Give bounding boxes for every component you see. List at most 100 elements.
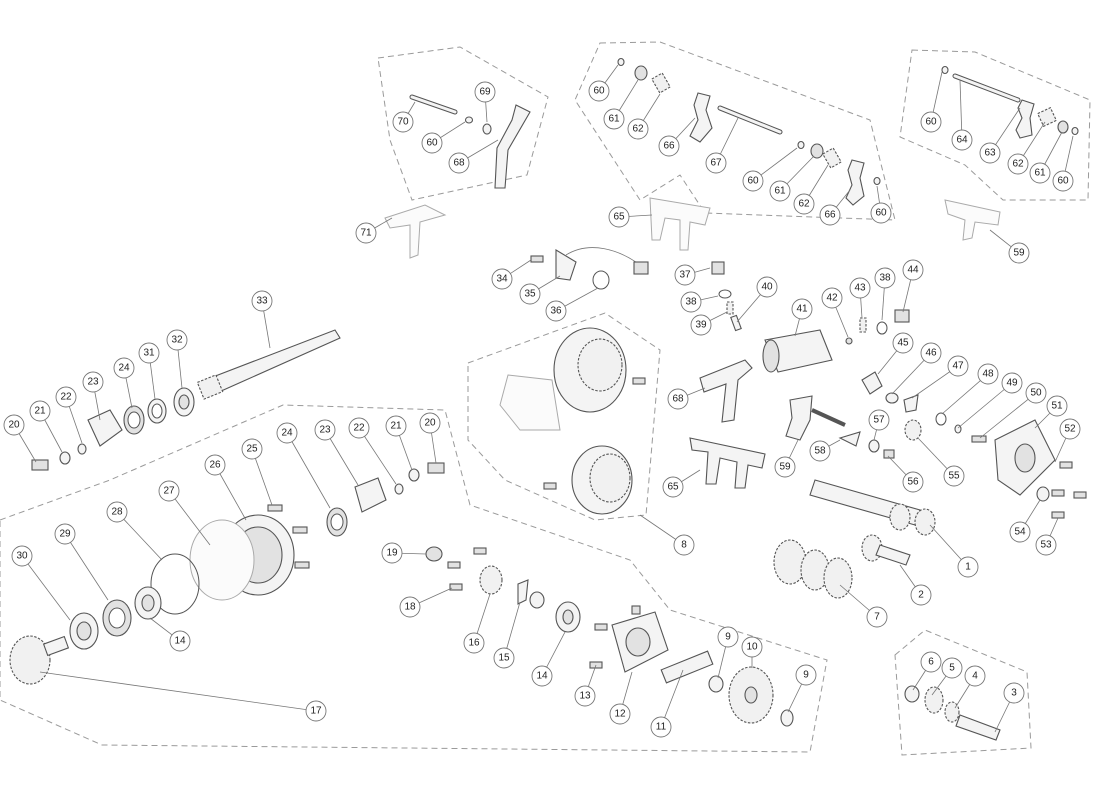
part-50-bolt[interactable] <box>971 435 987 443</box>
part-23-flange-a[interactable] <box>87 409 123 447</box>
part-42-ball[interactable] <box>845 337 853 345</box>
part-14-bearing-c[interactable] <box>555 601 581 633</box>
part-22-washer-c[interactable] <box>394 483 404 495</box>
callout-15[interactable]: 15 <box>493 647 515 669</box>
callout-38[interactable]: 38 <box>680 291 702 313</box>
callout-42[interactable]: 42 <box>821 287 843 309</box>
callout-52[interactable]: 52 <box>1059 418 1081 440</box>
part-43-spring[interactable] <box>859 317 867 333</box>
part-47-lever[interactable] <box>903 394 919 413</box>
part-12-cover[interactable] <box>611 611 669 673</box>
callout-4[interactable]: 4 <box>964 665 986 687</box>
callout-40[interactable]: 40 <box>756 276 778 298</box>
callout-23[interactable]: 23 <box>82 371 104 393</box>
part-60-circlip-e[interactable] <box>941 65 949 75</box>
callout-12[interactable]: 12 <box>609 703 631 725</box>
part-2-shaft[interactable] <box>861 534 911 566</box>
callout-21[interactable]: 21 <box>29 400 51 422</box>
part-8-gear-housing[interactable] <box>571 445 633 515</box>
callout-60[interactable]: 60 <box>870 202 892 224</box>
callout-18[interactable]: 18 <box>399 596 421 618</box>
part-40-pin[interactable] <box>730 314 742 332</box>
callout-31[interactable]: 31 <box>138 342 160 364</box>
callout-41[interactable]: 41 <box>791 298 813 320</box>
part-62-spring-c[interactable] <box>1036 106 1058 128</box>
part-63-shift-fork-d[interactable] <box>1015 99 1035 139</box>
part-8-bolts[interactable] <box>543 377 646 490</box>
part-67-shift-rod[interactable] <box>717 105 783 135</box>
part-18-bolts[interactable] <box>447 547 487 591</box>
part-52-bolts[interactable] <box>1051 461 1087 499</box>
part-39-spring[interactable] <box>726 301 734 315</box>
part-60-circlip-f[interactable] <box>1071 126 1079 136</box>
callout-20[interactable]: 20 <box>3 414 25 436</box>
part-58-clip[interactable] <box>838 431 861 447</box>
part-60-circlip-b[interactable] <box>617 57 625 67</box>
callout-68[interactable]: 68 <box>448 152 470 174</box>
part-61-cap-b[interactable] <box>810 143 824 159</box>
part-38-washer-b[interactable] <box>876 321 888 335</box>
callout-14[interactable]: 14 <box>169 630 191 652</box>
callout-67[interactable]: 67 <box>705 152 727 174</box>
part-64-shift-rod[interactable] <box>952 73 1021 103</box>
part-45-cam[interactable] <box>861 371 883 395</box>
part-16-bevel-pinion[interactable] <box>479 565 503 595</box>
callout-58[interactable]: 58 <box>809 440 831 462</box>
part-19-cap[interactable] <box>425 546 443 562</box>
callout-68[interactable]: 68 <box>667 388 689 410</box>
part-5-gear[interactable] <box>924 686 944 714</box>
callout-24[interactable]: 24 <box>276 422 298 444</box>
part-15-plate[interactable] <box>517 579 545 609</box>
callout-2[interactable]: 2 <box>910 584 932 606</box>
callout-16[interactable]: 16 <box>463 632 485 654</box>
callout-45[interactable]: 45 <box>892 332 914 354</box>
part-60-circlip-c[interactable] <box>797 140 805 150</box>
callout-70[interactable]: 70 <box>392 111 414 133</box>
part-51-cover[interactable] <box>994 419 1056 496</box>
callout-66[interactable]: 66 <box>819 204 841 226</box>
callout-23[interactable]: 23 <box>314 419 336 441</box>
part-9-circlip-a[interactable] <box>708 675 724 693</box>
part-59-shift-fork-e[interactable] <box>785 395 846 441</box>
callout-37[interactable]: 37 <box>674 264 696 286</box>
callout-60[interactable]: 60 <box>920 111 942 133</box>
callout-7[interactable]: 7 <box>866 606 888 628</box>
part-46-washer[interactable] <box>885 392 899 404</box>
callout-57[interactable]: 57 <box>868 409 890 431</box>
part-59-fork-faint[interactable] <box>944 199 1001 241</box>
part-57-bushing[interactable] <box>868 439 880 453</box>
part-53-bolt[interactable] <box>1051 511 1065 519</box>
callout-60[interactable]: 60 <box>1052 170 1074 192</box>
callout-30[interactable]: 30 <box>11 545 33 567</box>
callout-66[interactable]: 66 <box>658 135 680 157</box>
callout-8[interactable]: 8 <box>673 534 695 556</box>
part-20-bolt-a[interactable] <box>31 459 49 471</box>
part-9-circlip-b[interactable] <box>780 709 794 727</box>
callout-69[interactable]: 69 <box>474 81 496 103</box>
part-65-fork-assembly-faint[interactable] <box>649 197 711 251</box>
callout-1[interactable]: 1 <box>957 556 979 578</box>
callout-63[interactable]: 63 <box>979 142 1001 164</box>
callout-25[interactable]: 25 <box>241 438 263 460</box>
part-41-shift-drum[interactable] <box>762 329 833 373</box>
callout-59[interactable]: 59 <box>1008 242 1030 264</box>
callout-64[interactable]: 64 <box>951 129 973 151</box>
callout-5[interactable]: 5 <box>941 657 963 679</box>
part-8-gasket[interactable] <box>499 374 561 431</box>
callout-27[interactable]: 27 <box>158 480 180 502</box>
part-62-spring-b[interactable] <box>822 147 842 169</box>
callout-13[interactable]: 13 <box>574 685 596 707</box>
callout-21[interactable]: 21 <box>385 415 407 437</box>
callout-6[interactable]: 6 <box>920 651 942 673</box>
part-30-bearing-b[interactable] <box>69 612 99 650</box>
callout-61[interactable]: 61 <box>769 180 791 202</box>
callout-60[interactable]: 60 <box>588 80 610 102</box>
part-11-shaft[interactable] <box>660 650 714 684</box>
callout-50[interactable]: 50 <box>1025 382 1047 404</box>
callout-11[interactable]: 11 <box>650 716 672 738</box>
callout-3[interactable]: 3 <box>1003 682 1025 704</box>
callout-51[interactable]: 51 <box>1046 395 1068 417</box>
part-6-washer[interactable] <box>904 685 920 703</box>
part-34-bolt[interactable] <box>530 255 544 263</box>
callout-61[interactable]: 61 <box>603 108 625 130</box>
